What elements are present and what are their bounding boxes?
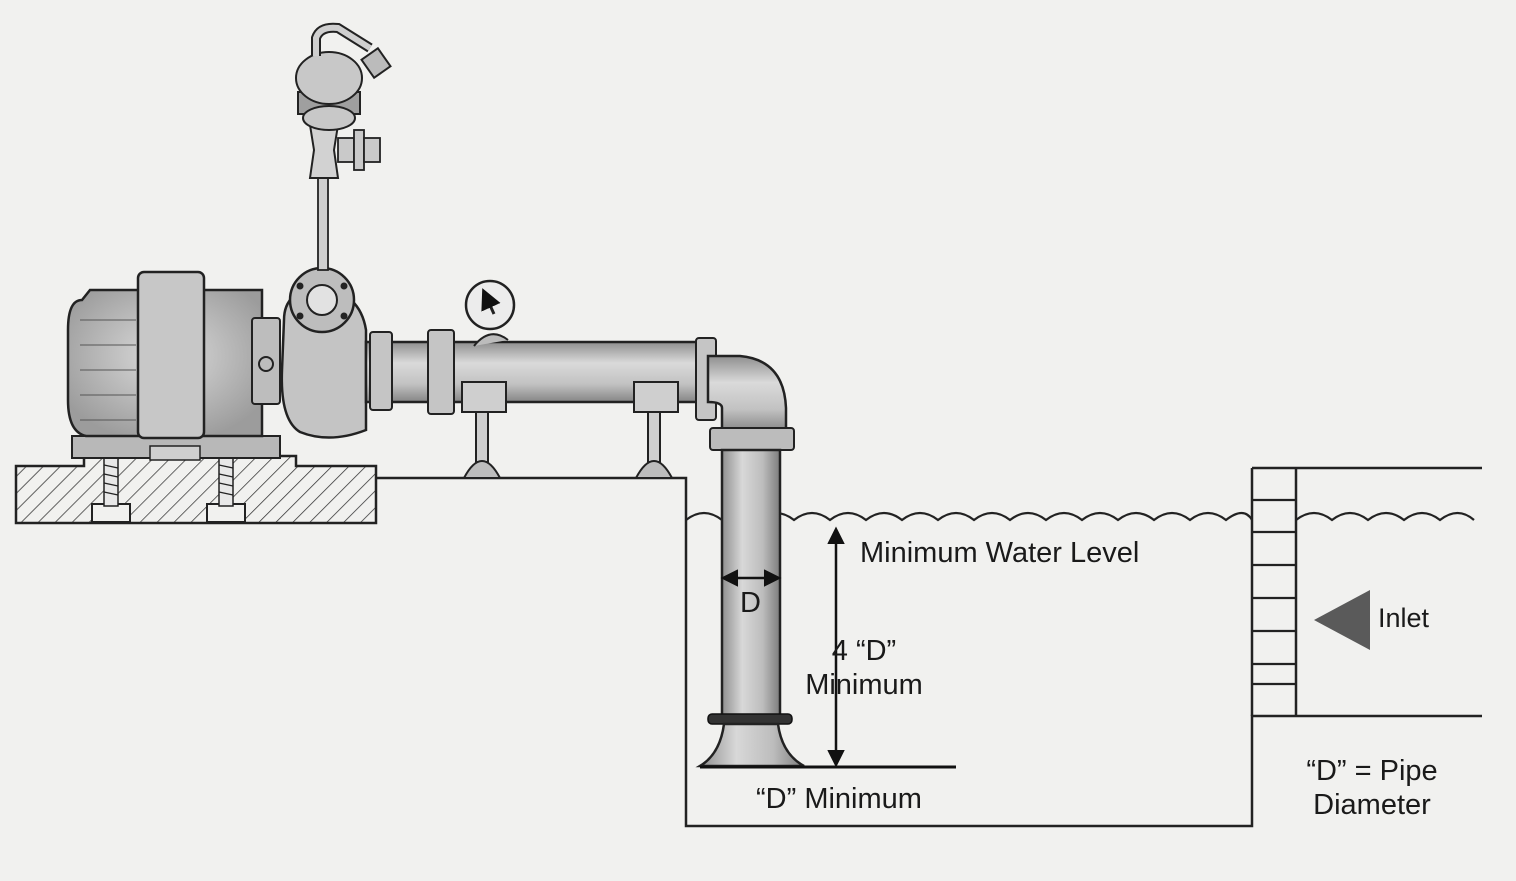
four-d-label-line2: Minimum xyxy=(805,669,923,702)
inlet-grate xyxy=(1252,498,1296,686)
suction-pipe-horizontal xyxy=(364,329,717,479)
air-release-valve-icon xyxy=(295,22,392,131)
valve-icon xyxy=(337,129,381,171)
centrifugal-pump-icon xyxy=(280,266,368,439)
pressure-gauge-icon xyxy=(464,279,516,347)
d-minimum-label: “D” Minimum xyxy=(756,783,922,815)
legend-note: “D” = Pipe Diameter xyxy=(1282,754,1462,822)
legend-note-line2: Diameter xyxy=(1313,789,1431,822)
four-d-label: 4 “D” Minimum xyxy=(796,634,932,702)
sump-outline xyxy=(376,466,1482,828)
minimum-water-level-label: Minimum Water Level xyxy=(860,537,1140,569)
inlet-label: Inlet xyxy=(1378,603,1430,633)
triangle-arrow-icon xyxy=(1314,590,1370,650)
four-d-label-line1: 4 “D” xyxy=(831,635,897,667)
foundation xyxy=(14,454,378,525)
motor xyxy=(66,270,281,461)
discharge-line xyxy=(308,124,340,271)
legend-note-line1: “D” = Pipe xyxy=(1306,755,1438,787)
water-surface xyxy=(685,511,1475,522)
d-marker-label: D xyxy=(740,587,761,619)
